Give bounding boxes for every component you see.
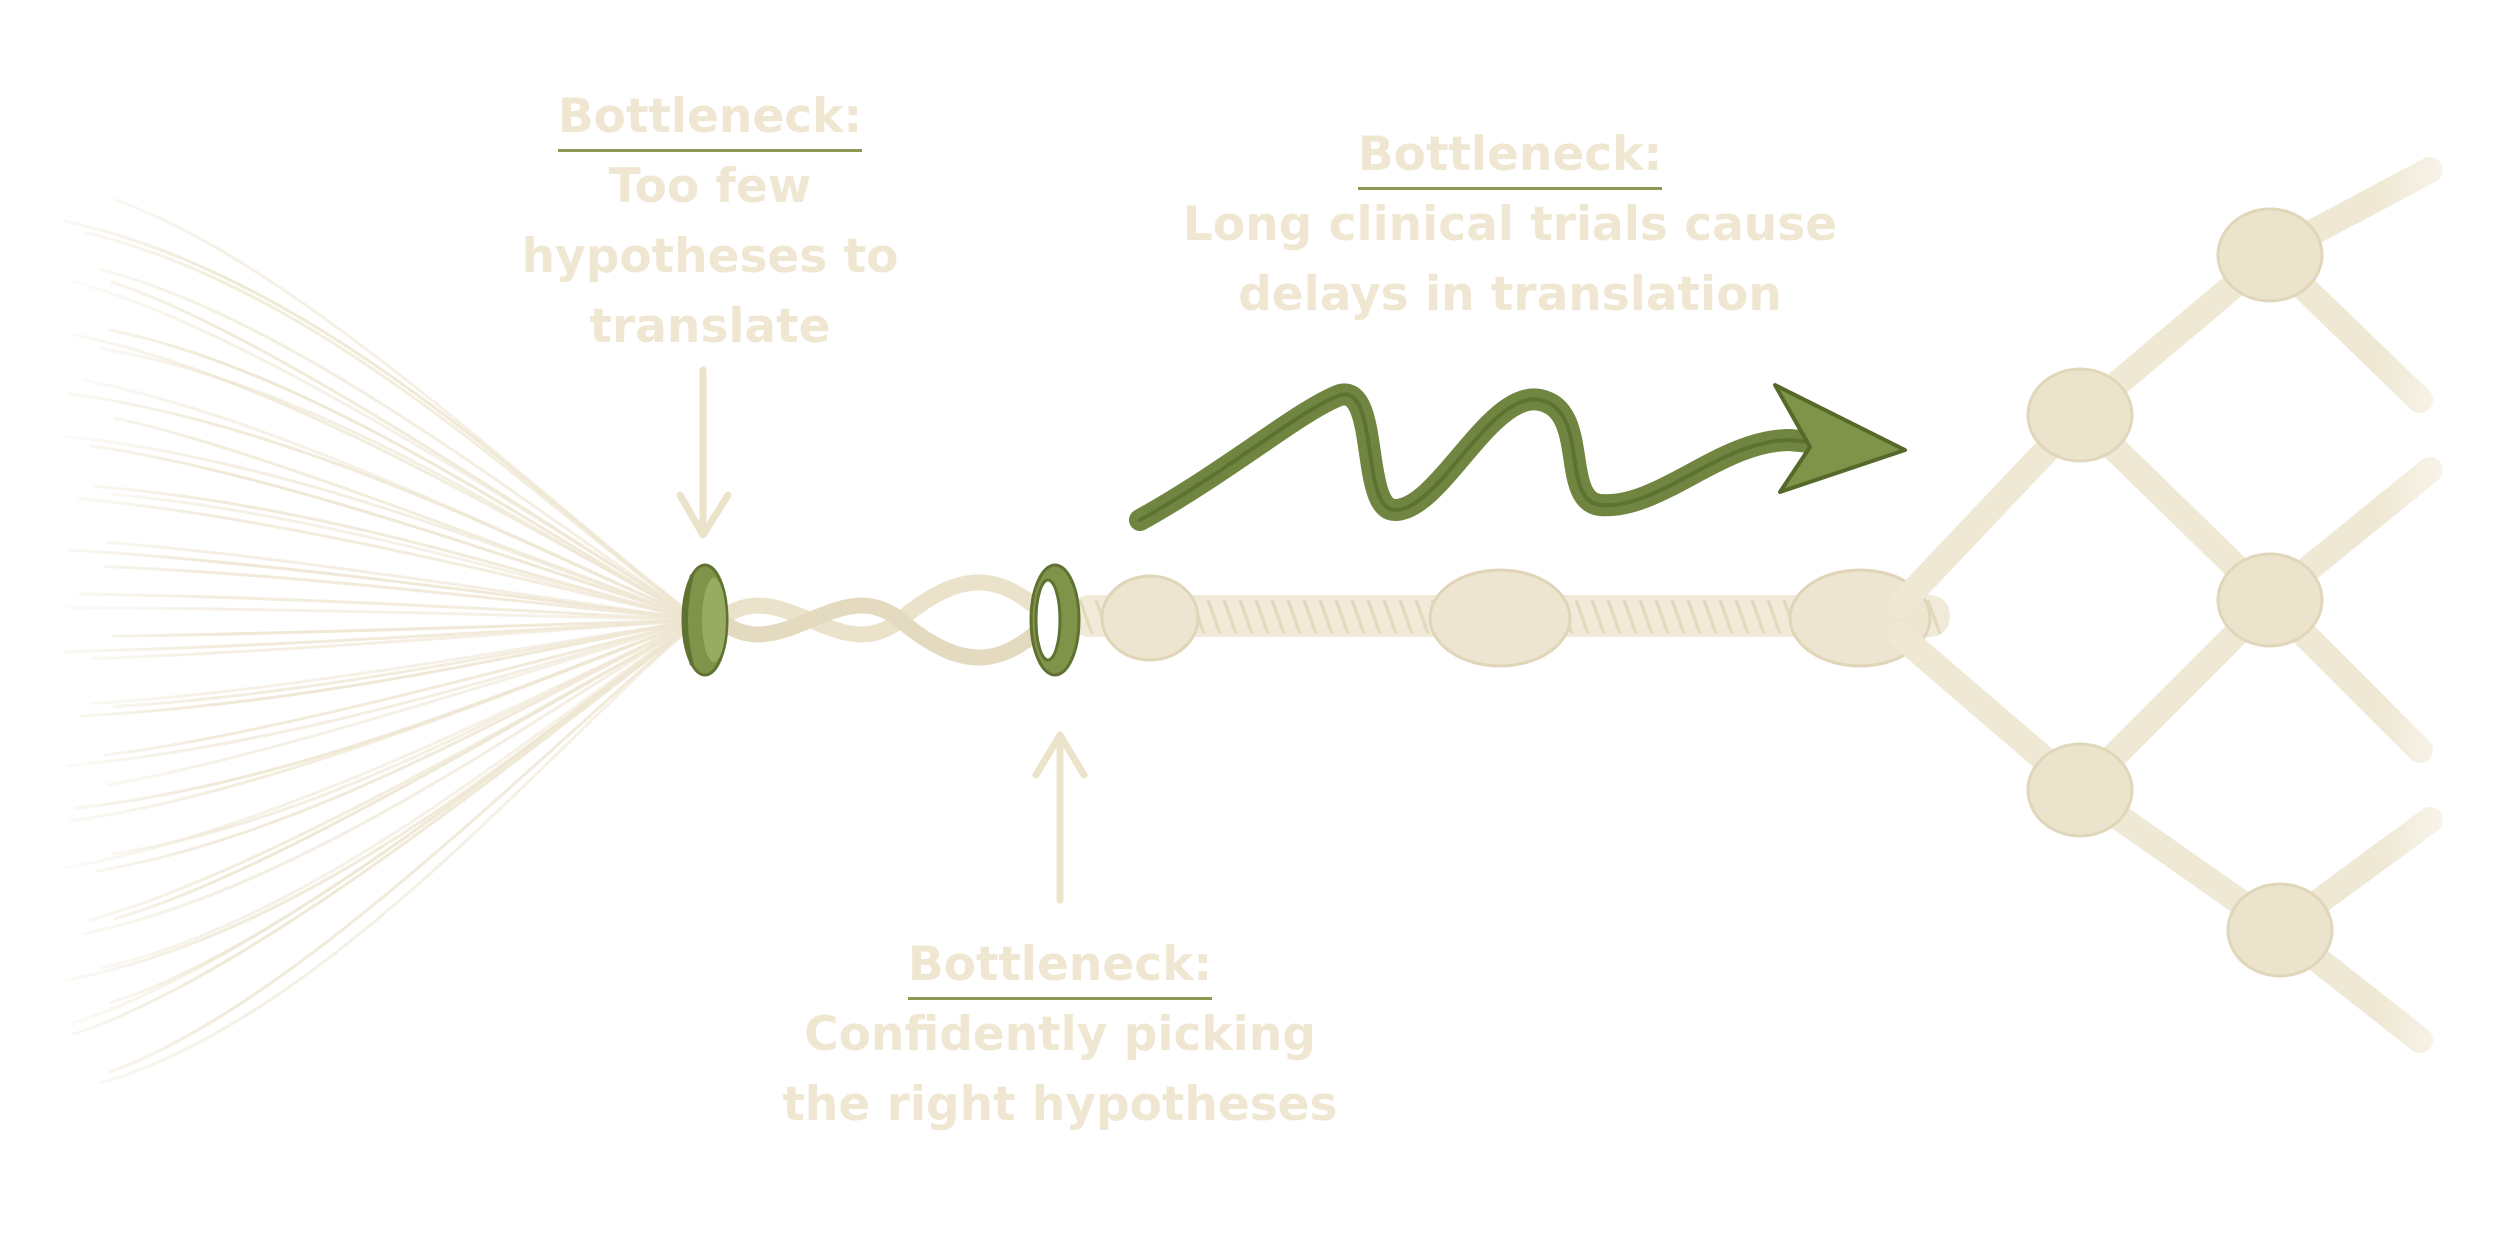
- rope-twist-mark: [1302, 599, 1318, 635]
- rope-twist-mark: [1414, 599, 1430, 635]
- rope-twist-mark: [1654, 599, 1670, 635]
- annotation-line: Long clinical trials cause: [1182, 197, 1838, 252]
- twisted-rope-icon: [712, 574, 1058, 666]
- annotation-too-few-hypotheses: Bottleneck: Too few hypotheses to transl…: [510, 82, 910, 362]
- rope-twist-mark: [1254, 599, 1270, 635]
- rope-twist-mark: [1078, 599, 1094, 635]
- annotation-clinical-trials: Bottleneck: Long clinical trials cause d…: [1180, 120, 1840, 330]
- rope-twist-mark: [1238, 599, 1254, 635]
- annotation-heading: Bottleneck:: [907, 935, 1213, 1000]
- rope-twist-mark: [1718, 599, 1734, 635]
- rope-twist-mark: [1350, 599, 1366, 635]
- rope-twist-mark: [1270, 599, 1286, 635]
- annotation-line: the right hypotheses: [782, 1077, 1338, 1132]
- rope-twist-mark: [1590, 599, 1606, 635]
- rope-twist-mark: [1926, 599, 1942, 635]
- rope-twist-mark: [1206, 599, 1222, 635]
- annotation-line: Confidently picking: [804, 1007, 1316, 1062]
- annotation-heading: Bottleneck:: [1357, 125, 1663, 190]
- rope-twist-mark: [1222, 599, 1238, 635]
- annotation-line: translate: [589, 299, 831, 354]
- rope-twist-mark: [1366, 599, 1382, 635]
- rope-twist-mark: [1686, 599, 1702, 635]
- knotted-rope-icon: [1070, 568, 1950, 668]
- annotation-picking-hypotheses: Bottleneck: Confidently picking the righ…: [760, 930, 1360, 1140]
- rope-twist-mark: [1286, 599, 1302, 635]
- ring-clamp-right-icon: [1029, 563, 1081, 677]
- left-fade: [0, 150, 220, 1100]
- annotation-line: delays in translation: [1238, 267, 1782, 322]
- rope-twist-mark: [1750, 599, 1766, 635]
- rope-twist-mark: [1734, 599, 1750, 635]
- squiggle-arrow-icon: [1129, 383, 1907, 531]
- annotation-heading: Bottleneck:: [557, 87, 863, 152]
- ring-clamp-left-icon: [681, 563, 729, 677]
- down-arrow-icon: [676, 366, 732, 539]
- rope-twist-mark: [1766, 599, 1782, 635]
- rope-twist-mark: [1670, 599, 1686, 635]
- rope-twist-mark: [1334, 599, 1350, 635]
- rope-twist-mark: [1574, 599, 1590, 635]
- rope-twist-mark: [1702, 599, 1718, 635]
- rope-twist-mark: [1382, 599, 1398, 635]
- annotation-line: hypotheses to: [521, 229, 899, 284]
- rope-net-icon: [1887, 120, 2500, 1120]
- up-arrow-icon: [1032, 731, 1088, 904]
- rope-twist-mark: [1318, 599, 1334, 635]
- rope-twist-mark: [1638, 599, 1654, 635]
- rope-twist-mark: [1398, 599, 1414, 635]
- rope-twist-mark: [1606, 599, 1622, 635]
- rope-twist-mark: [1622, 599, 1638, 635]
- annotation-line: Too few: [608, 159, 812, 214]
